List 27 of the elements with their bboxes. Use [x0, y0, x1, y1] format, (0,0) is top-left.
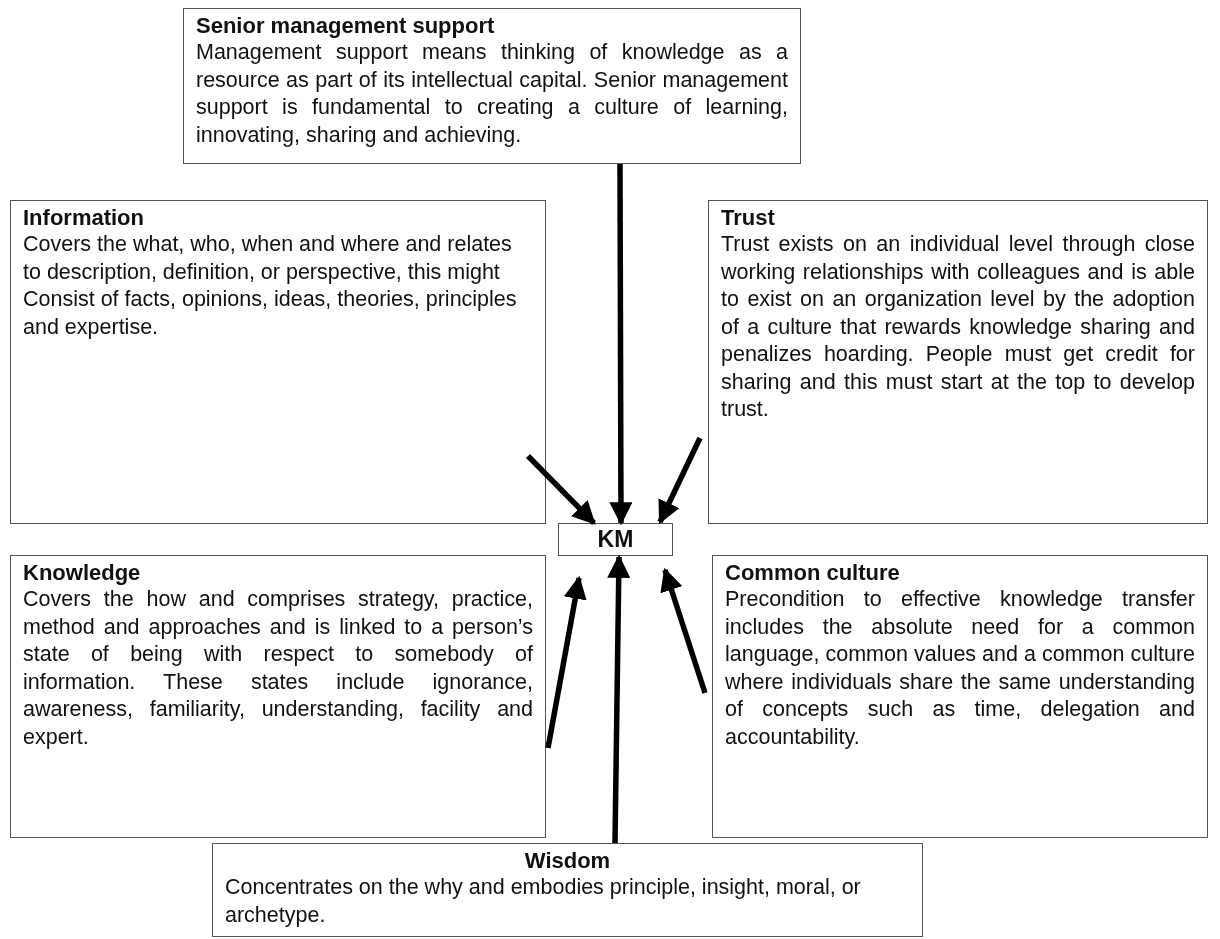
arrow — [657, 436, 703, 525]
box-heading: Trust — [721, 205, 776, 231]
text-box — [708, 200, 1208, 524]
box-heading: Knowledge — [23, 560, 142, 586]
box-heading: Information — [23, 205, 145, 231]
arrow — [526, 454, 596, 525]
box-heading: Common culture — [725, 560, 901, 586]
text-box — [10, 555, 546, 838]
box-description: Trust exists on an individual level through close working relationships with colleagues and is able to exist on an organization level by the adoption of a culture that rewards knowledge sharing and penalizes hoarding. People must get credit for sharing and this must start at the top to develop trust. — [721, 231, 1195, 423]
box-description: Precondition to effective knowledge transfer includes the absolute need for a common language, common values and a common culture where individuals share the same understanding of concepts such as time, delegation and accountability. — [725, 586, 1195, 751]
arrow — [609, 164, 633, 526]
text-box — [712, 555, 1208, 838]
box-description: Consist of facts, opinions, ideas, theories, principles and expertise. — [23, 286, 518, 341]
arrow — [660, 567, 708, 694]
text-box — [183, 8, 801, 164]
box-description: Covers the what, who, when and where and relates to description, definition, or perspective, this might — [23, 231, 513, 286]
box-description: Concentrates on the why and embodies principle, insight, moral, or archetype. — [225, 874, 862, 929]
box-heading: Wisdom — [523, 848, 612, 874]
box-description: Covers the how and comprises strategy, practice, method and approaches and is linked to a person’s state of being with respect to somebody of information. These states include ignorance, awareness, familiarity, understanding, facility and expert. — [23, 586, 533, 751]
text-box — [212, 843, 923, 937]
center-box — [558, 523, 673, 556]
arrow — [607, 554, 631, 844]
arrow — [545, 575, 587, 749]
text-box — [10, 200, 546, 524]
center-label: KM — [596, 525, 635, 554]
box-description: Management support means thinking of knowledge as a resource as part of its intellectual capital. Senior management support is fundamental to creating a culture of learning, innovating, sharing and achieving. — [196, 39, 788, 149]
box-heading: Senior management support — [196, 13, 496, 39]
